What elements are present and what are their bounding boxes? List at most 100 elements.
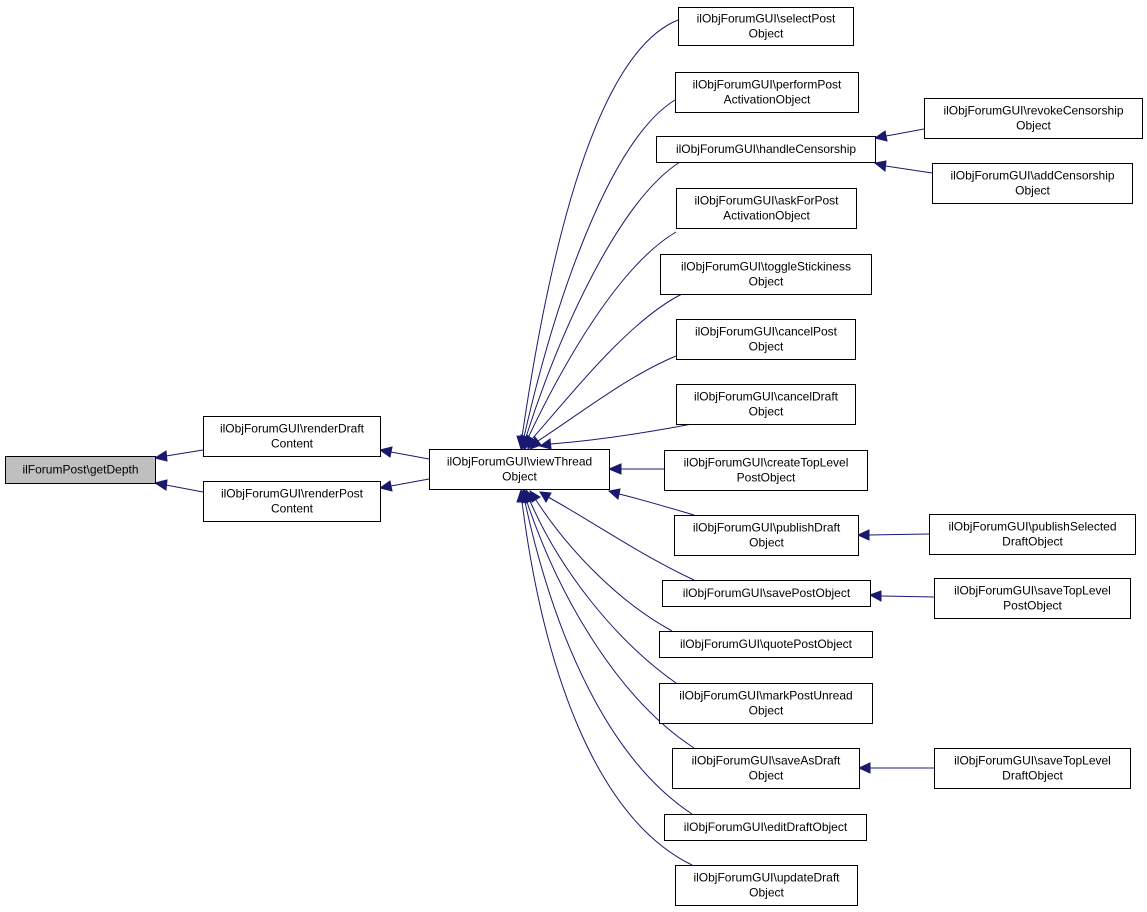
node-label: ilObjForumGUI\cancelPost	[695, 325, 838, 339]
nodes-layer: ilForumPost\getDepth ilObjForumGUI\render…	[5, 7, 1143, 906]
node-box	[662, 580, 871, 607]
node-label: ilObjForumGUI\publishSelected	[948, 520, 1116, 534]
edge-line	[527, 231, 677, 439]
edge-line	[885, 128, 925, 137]
arrowhead-icon	[873, 130, 888, 142]
edge-addCensorship-to-handleCensorship	[873, 160, 933, 174]
node-performPost[interactable]: ilObjForumGUI\performPostActivationObjec…	[675, 72, 859, 113]
edge-line	[550, 423, 693, 445]
edge-saveTopLevelDraft-to-saveAsDraft	[857, 762, 934, 774]
arrowhead-icon	[607, 488, 621, 500]
node-box	[674, 515, 859, 556]
node-quotePost[interactable]: ilObjForumGUI\quotePostObject	[659, 631, 873, 658]
edge-line	[880, 595, 935, 598]
node-label: Object	[502, 470, 537, 484]
edge-line	[390, 451, 430, 460]
node-label: ilObjForumGUI\saveTopLevel	[954, 584, 1111, 598]
node-box	[659, 683, 873, 724]
node-box	[672, 748, 860, 789]
node-handleCensorship[interactable]: ilObjForumGUI\handleCensorship	[656, 136, 876, 163]
node-root[interactable]: ilForumPost\getDepth	[5, 456, 156, 484]
node-label: Object	[1016, 119, 1051, 133]
arrowhead-icon	[538, 438, 552, 450]
node-label: Content	[271, 502, 314, 516]
edge-selectPost-to-viewThread	[516, 19, 679, 451]
node-label: ilObjForumGUI\updateDraft	[693, 871, 840, 885]
arrowhead-icon	[378, 480, 393, 492]
node-label: ilObjForumGUI\createTopLevel	[684, 456, 849, 470]
node-label: Object	[749, 275, 784, 289]
node-label: PostObject	[1003, 599, 1062, 613]
edge-line	[535, 499, 673, 632]
node-label: ilObjForumGUI\publishDraft	[693, 521, 841, 535]
edge-line	[521, 19, 679, 438]
node-box	[676, 384, 856, 425]
arrowhead-icon	[539, 491, 552, 503]
node-label: Object	[749, 769, 784, 783]
edge-line	[523, 99, 676, 438]
edge-quotePost-to-viewThread	[529, 490, 673, 632]
node-label: Object	[749, 536, 784, 550]
edge-revokeCensorship-to-handleCensorship	[873, 128, 925, 142]
edge-renderDraft-to-root	[153, 449, 204, 462]
edge-cancelPost-to-viewThread	[529, 355, 677, 450]
node-editDraft[interactable]: ilObjForumGUI\editDraftObject	[664, 814, 867, 841]
node-label: ilObjForumGUI\handleCensorship	[676, 142, 856, 156]
node-label: ilObjForumGUI\performPost	[693, 78, 842, 92]
edge-publishSelected-to-publishDraft	[856, 529, 930, 541]
edge-cancelDraft-to-viewThread	[538, 423, 693, 450]
edge-viewThread-to-renderPost	[378, 478, 430, 492]
arrowhead-icon	[873, 160, 887, 172]
arrowhead-icon	[529, 436, 542, 450]
node-savePost[interactable]: ilObjForumGUI\savePostObject	[662, 580, 871, 607]
arrowhead-icon	[868, 590, 882, 602]
node-label: Object	[749, 704, 784, 718]
node-label: ilObjForumGUI\selectPost	[697, 12, 836, 26]
edge-toggleStickiness-to-viewThread	[526, 293, 683, 451]
node-box	[924, 98, 1143, 139]
node-box	[675, 865, 858, 906]
edge-line	[165, 484, 204, 493]
node-label: ilForumPost\getDepth	[22, 463, 138, 477]
edge-line	[885, 165, 933, 174]
node-box	[659, 631, 873, 658]
node-box	[660, 254, 872, 295]
node-label: DraftObject	[1002, 535, 1063, 549]
node-box	[676, 188, 857, 229]
node-label: Object	[749, 340, 784, 354]
arrowhead-icon	[516, 488, 528, 503]
node-box	[932, 163, 1133, 204]
node-box	[675, 72, 859, 113]
edge-line	[531, 293, 683, 440]
edge-line	[529, 500, 677, 684]
edge-updateDraft-to-viewThread	[516, 488, 693, 866]
edge-line	[526, 501, 695, 749]
arrowhead-icon	[857, 762, 871, 774]
edge-publishDraft-to-viewThread	[607, 488, 695, 516]
node-label: ilObjForumGUI\renderDraft	[220, 422, 365, 436]
node-box	[676, 319, 856, 360]
node-label: DraftObject	[1002, 769, 1063, 783]
arrowhead-icon	[607, 463, 622, 475]
node-box	[664, 814, 867, 841]
